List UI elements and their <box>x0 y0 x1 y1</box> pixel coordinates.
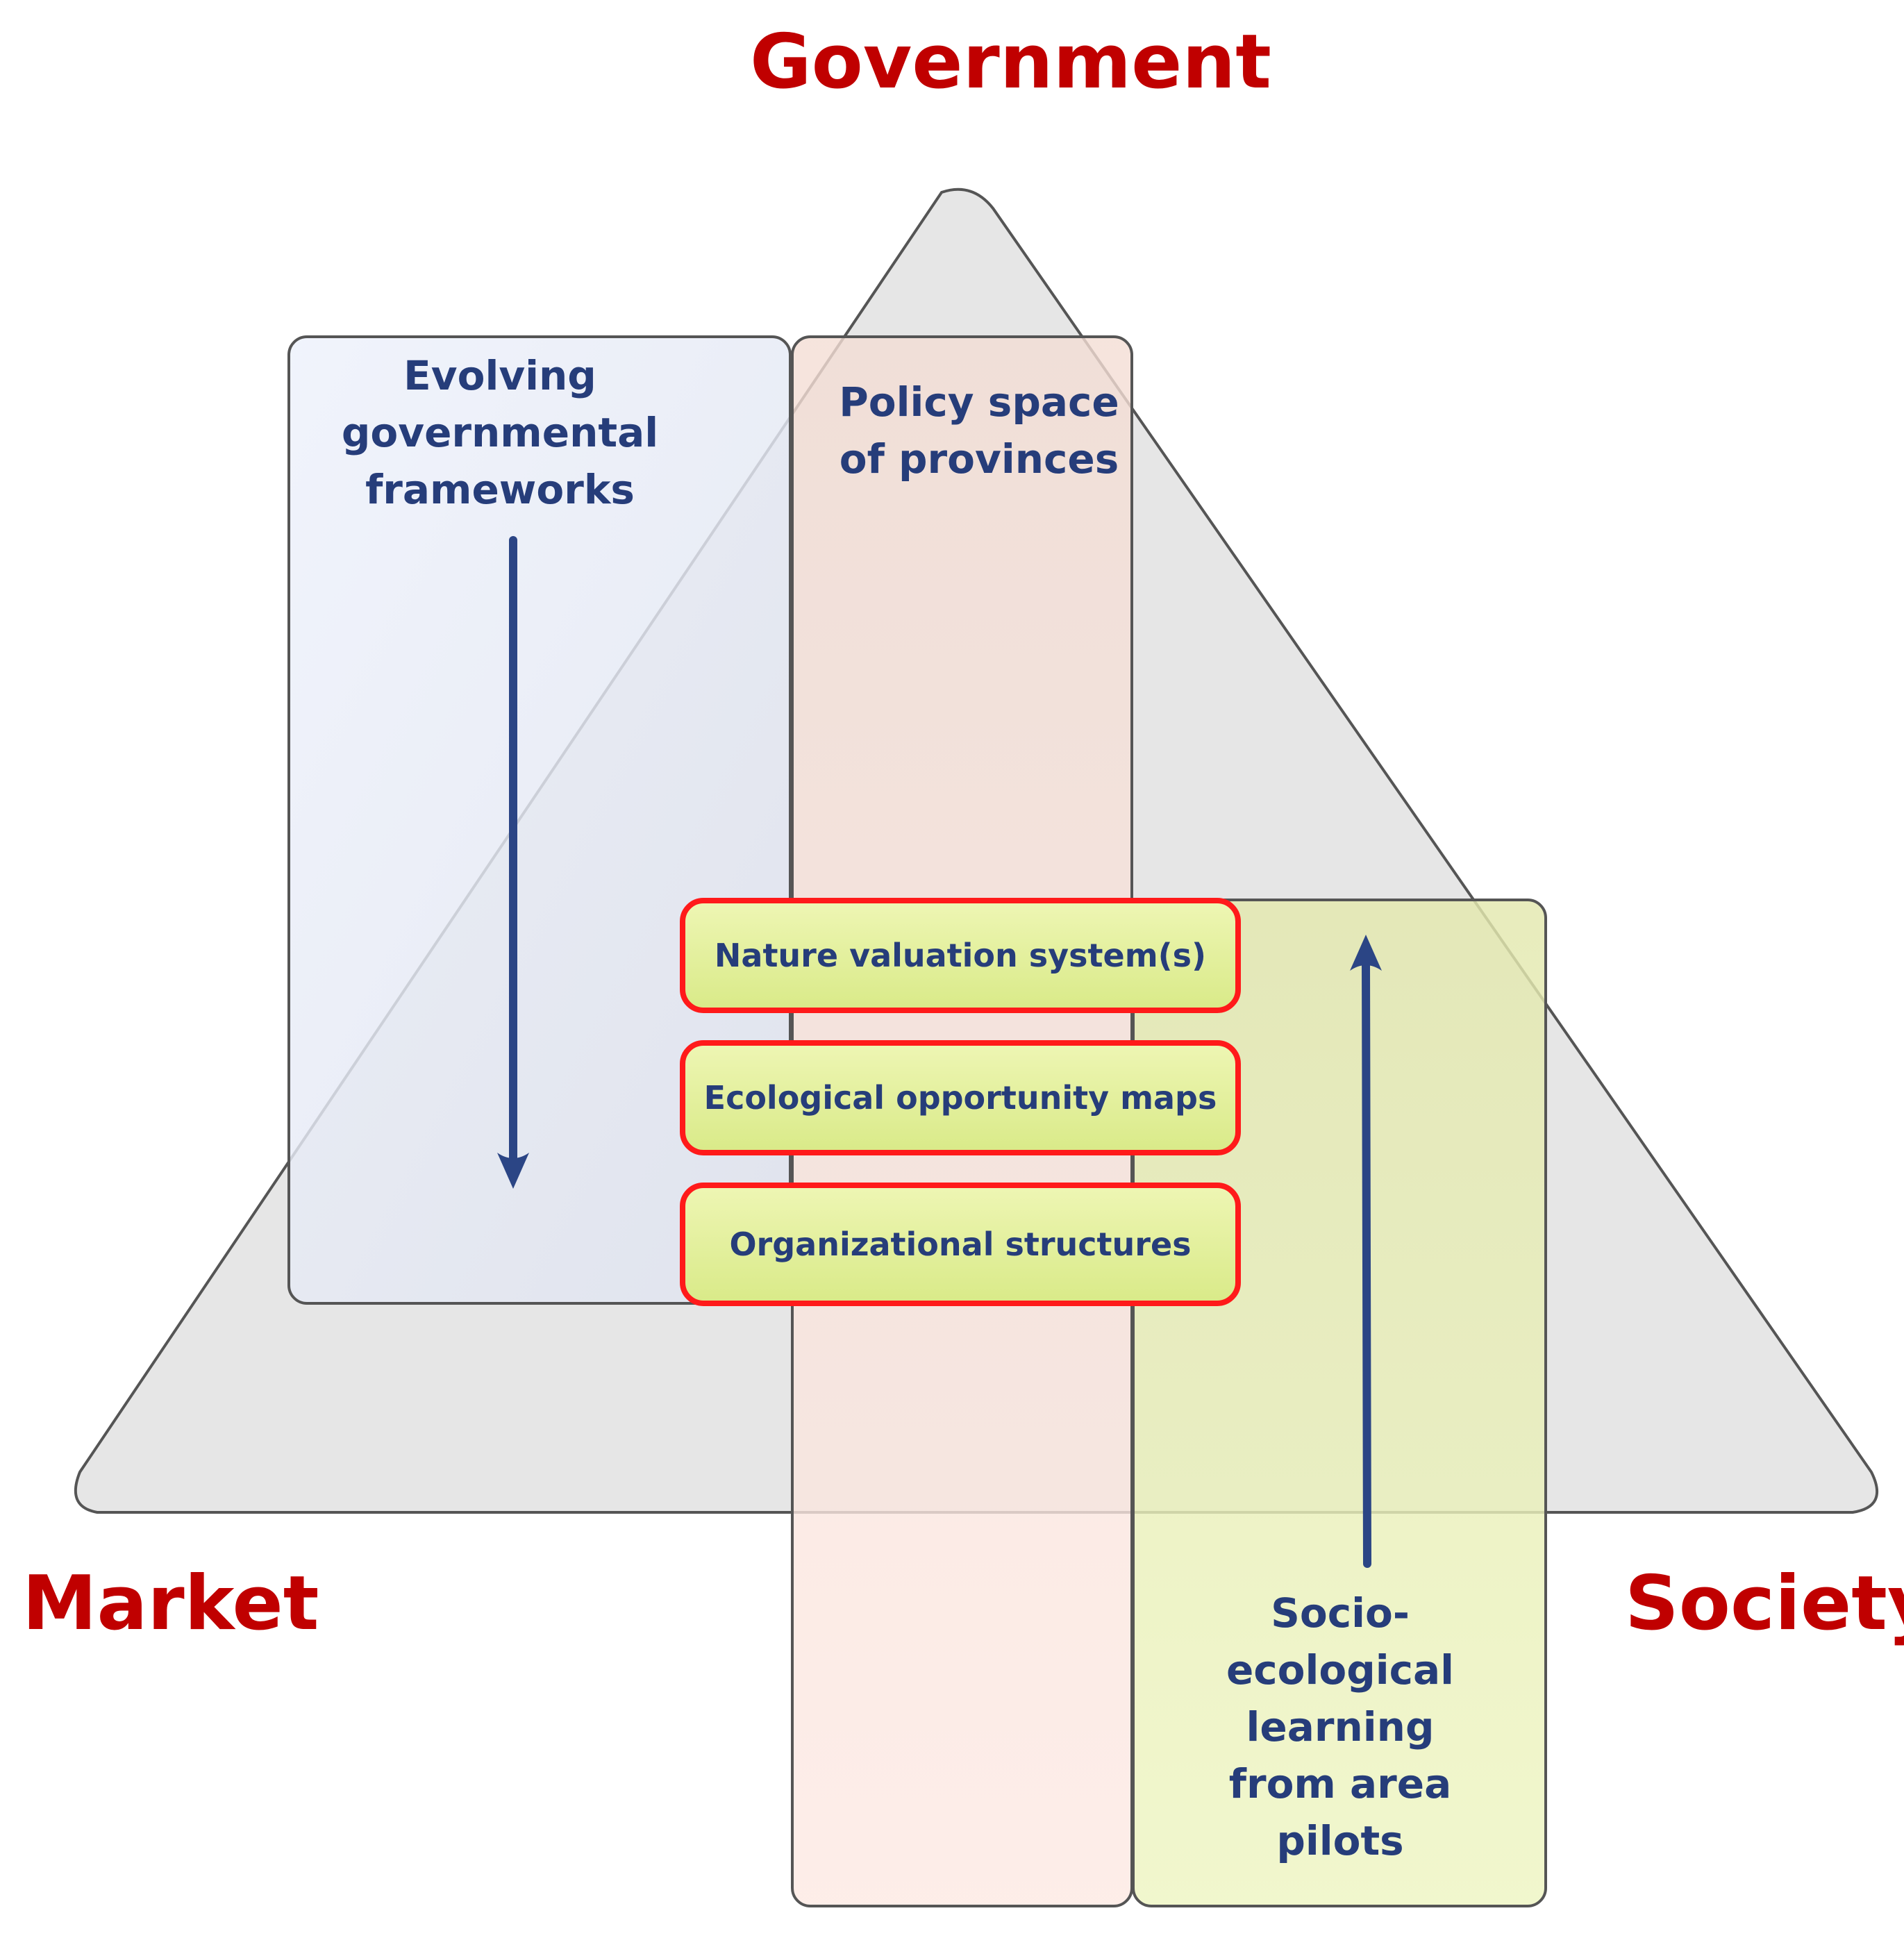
society-label: Society <box>1625 1560 1904 1647</box>
instrument-label-2: Ecological opportunity maps <box>703 1079 1217 1117</box>
down-arrow-icon <box>497 536 529 1189</box>
societal-line-1: Socio- <box>1271 1589 1410 1637</box>
societal-line-2: ecological <box>1226 1646 1455 1694</box>
societal-panel <box>1132 899 1547 1907</box>
instrument-box-3 <box>680 1183 1241 1306</box>
provinces-line-2: of provinces <box>839 435 1119 483</box>
government-label: Government <box>750 19 1271 106</box>
governmental-panel <box>287 335 792 1305</box>
provinces-line-1: Policy space <box>839 378 1119 426</box>
instrument-box-2 <box>680 1040 1241 1155</box>
instrument-box-1 <box>680 898 1241 1013</box>
instrument-label-3: Organizational structures <box>729 1226 1192 1263</box>
governmental-line-3: frameworks <box>365 466 635 513</box>
instrument-label-1: Nature valuation system(s) <box>714 937 1207 974</box>
governmental-line-2: governmental <box>341 409 659 456</box>
governmental-line-1: Evolving <box>403 352 596 399</box>
societal-panel-title: Socio- ecological learning from area pil… <box>1167 1585 1514 1869</box>
governmental-panel-title: Evolving governmental frameworks <box>299 347 701 518</box>
societal-line-5: pilots <box>1276 1817 1404 1864</box>
provinces-panel-title: Policy space of provinces <box>799 374 1160 487</box>
societal-line-4: from area <box>1228 1760 1452 1807</box>
societal-line-3: learning <box>1246 1703 1435 1751</box>
market-label: Market <box>22 1560 319 1647</box>
up-arrow-icon <box>1350 935 1382 1568</box>
